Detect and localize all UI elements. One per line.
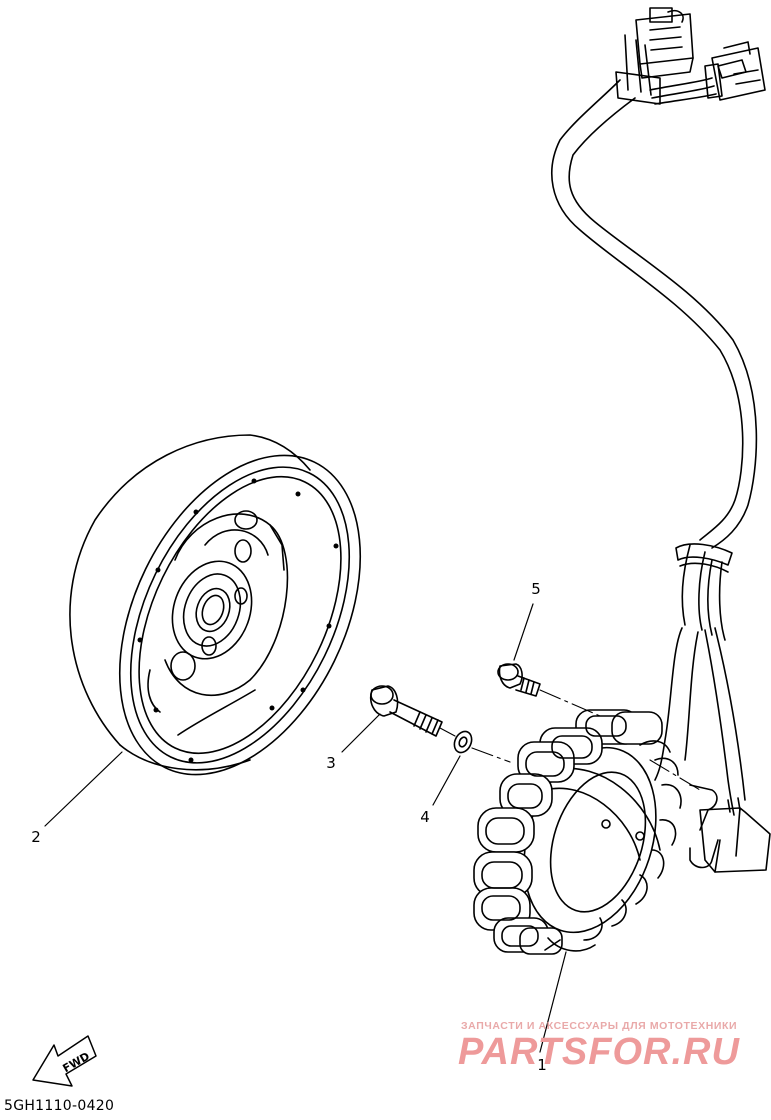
callout-4: 4: [420, 808, 430, 826]
bolt: [369, 685, 443, 737]
callout-3: 3: [326, 754, 336, 772]
stator-assembly: [473, 709, 771, 955]
watermark-tagline: ЗАПЧАСТИ И АКСЕССУАРЫ ДЛЯ МОТОТЕХНИКИ: [461, 1020, 738, 1032]
assembly-centerlines: [439, 689, 701, 791]
connector-lower: [704, 41, 766, 101]
fwd-arrow-icon: FWD: [32, 1035, 97, 1087]
screw: [497, 663, 541, 697]
watermark-logo: PARTSFOR.RU: [458, 1031, 740, 1073]
callout-2: 2: [31, 828, 41, 846]
drawing-code: 5GH1110-0420: [4, 1098, 115, 1114]
callout-5: 5: [531, 580, 541, 598]
washer: [453, 730, 473, 754]
connector-upper: [635, 7, 694, 79]
rotor-flywheel: [69, 434, 362, 776]
leader-lines: [44, 603, 567, 1053]
callout-1: 1: [537, 1056, 547, 1074]
wire-harness: [551, 34, 758, 816]
